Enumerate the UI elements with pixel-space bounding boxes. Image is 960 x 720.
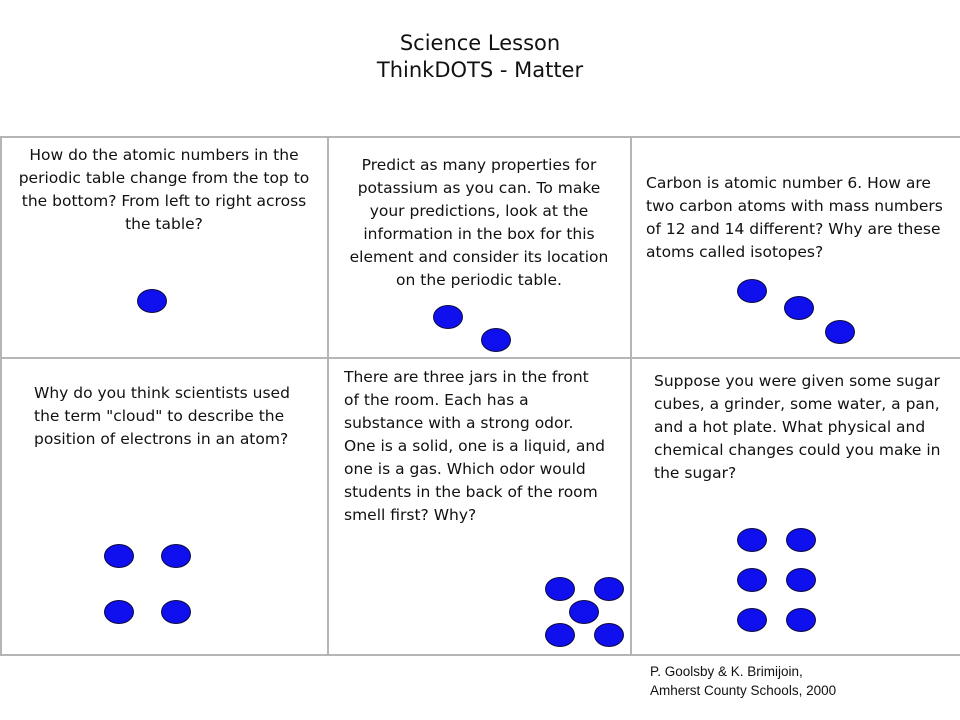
die-dot <box>104 600 134 624</box>
grid-line-divider-1 <box>327 136 329 656</box>
cell-1-question: How do the atomic numbers in the periodi… <box>18 146 310 233</box>
cell-3-question: Carbon is atomic number 6. How are two c… <box>646 174 943 261</box>
thinkdots-grid: How do the atomic numbers in the periodi… <box>0 136 960 656</box>
die-dot <box>786 568 816 592</box>
die-dot <box>737 279 767 303</box>
die-dot <box>786 608 816 632</box>
die-dot <box>161 600 191 624</box>
die-dot <box>433 305 463 329</box>
die-dot <box>104 544 134 568</box>
cell-6-question: Suppose you were given some sugar cubes,… <box>654 372 941 482</box>
credit-line-2: Amherst County Schools, 2000 <box>650 683 837 698</box>
die-dot <box>545 577 575 601</box>
die-dot <box>481 328 511 352</box>
die-dot <box>137 289 167 313</box>
die-dot <box>784 296 814 320</box>
title-line-2: ThinkDOTS - Matter <box>376 58 584 82</box>
grid-line-divider-2 <box>630 136 632 656</box>
grid-line-top <box>0 136 960 138</box>
title-line-1: Science Lesson <box>399 31 561 55</box>
die-dot <box>737 608 767 632</box>
die-dot <box>737 568 767 592</box>
author-credit: P. Goolsby & K. Brimijoin, Amherst Count… <box>650 662 836 700</box>
die-dot <box>545 623 575 647</box>
grid-line-middle <box>0 357 960 359</box>
cell-4-question: Why do you think scientists used the ter… <box>34 384 290 448</box>
credit-line-1: P. Goolsby & K. Brimijoin, <box>650 664 803 679</box>
die-dot <box>569 600 599 624</box>
die-dot <box>594 623 624 647</box>
die-dot <box>737 528 767 552</box>
grid-line-bottom <box>0 654 960 656</box>
cell-5-question: There are three jars in the front of the… <box>344 368 606 524</box>
die-dot <box>786 528 816 552</box>
die-dot <box>825 320 855 344</box>
grid-line-left <box>0 136 2 656</box>
lesson-title: Science Lesson ThinkDOTS - Matter <box>0 30 960 84</box>
die-dot <box>594 577 624 601</box>
cell-2-question: Predict as many properties for potassium… <box>349 156 609 289</box>
die-dot <box>161 544 191 568</box>
